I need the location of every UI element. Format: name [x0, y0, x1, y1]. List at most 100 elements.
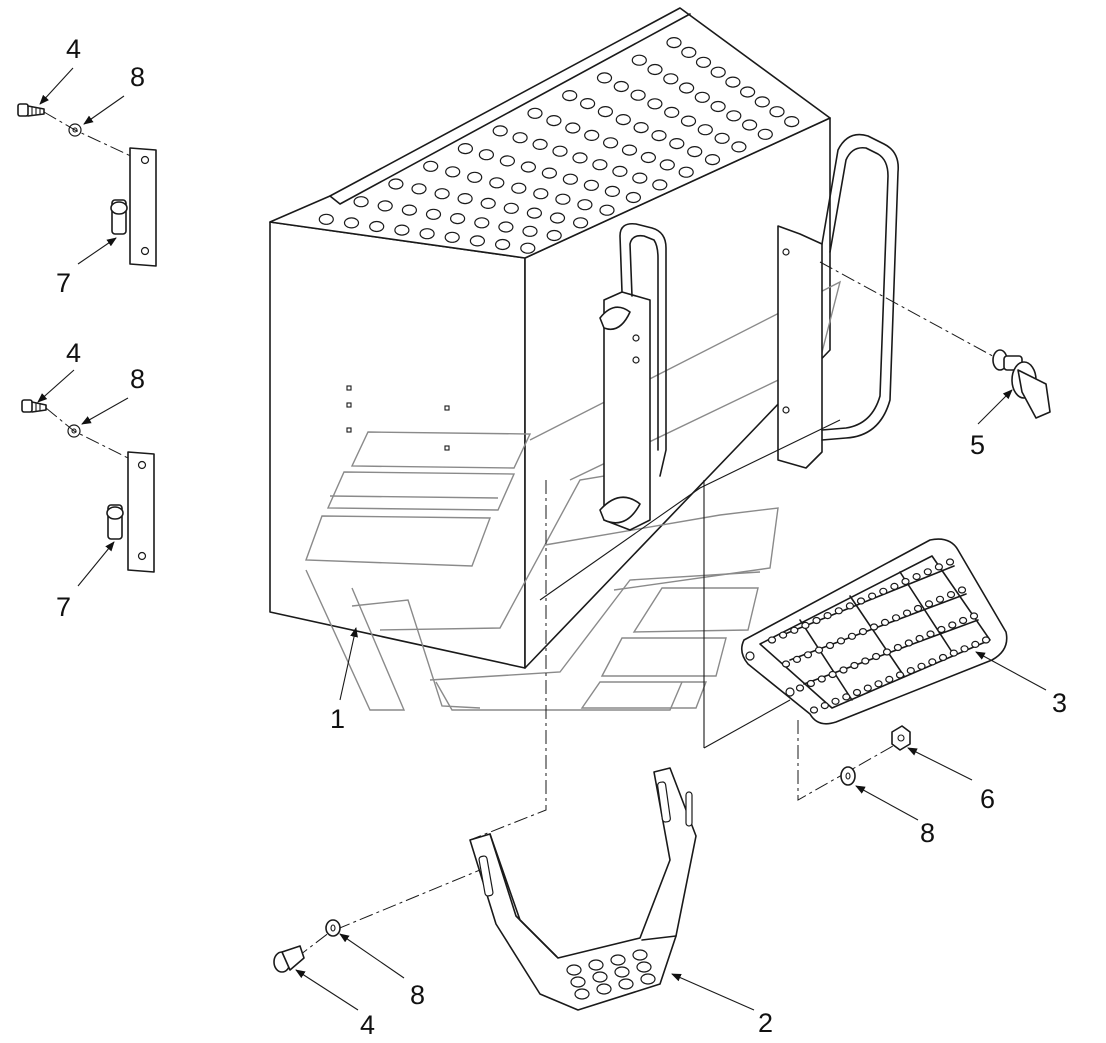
bracket-leader-dash: [469, 480, 547, 841]
callout-8-middle: 8: [130, 364, 145, 394]
lid-hole: [659, 159, 675, 171]
lid-hole: [754, 96, 770, 108]
bracket-perforation: [566, 949, 656, 1000]
lid-hole: [632, 172, 648, 184]
tread-tooth: [917, 662, 926, 670]
tread-tooth: [895, 671, 905, 679]
tread-tooth: [949, 649, 958, 657]
box-lid: [269, 7, 831, 259]
bracket-hole: [570, 976, 586, 988]
tread-tooth: [945, 558, 955, 566]
lid-hole: [687, 146, 703, 158]
tread-tooth: [960, 645, 969, 653]
tread-tooth: [971, 640, 980, 649]
tread-tooth: [831, 697, 840, 705]
lid-hole: [681, 46, 697, 59]
lid-hole: [710, 66, 726, 78]
tread-tooth: [850, 661, 859, 670]
lid-hole: [377, 200, 393, 212]
box-mount-marks: [346, 385, 450, 451]
bolt-bottom-dash: [295, 869, 481, 959]
lid-hole: [457, 193, 473, 205]
lid-hole: [526, 207, 543, 219]
lid-hole: [467, 171, 483, 183]
tread-tooth: [856, 597, 866, 605]
lid-hole: [495, 238, 511, 251]
lid-hole: [599, 204, 615, 216]
tread-tooth: [912, 572, 921, 581]
lid-hole: [757, 128, 773, 140]
callout-4-top: 4: [66, 34, 81, 64]
tread-tooth: [792, 655, 802, 664]
lid-hole: [562, 89, 578, 102]
lid-hole: [520, 242, 536, 254]
lid-hole: [411, 183, 427, 195]
lid-hole: [583, 179, 600, 191]
tread-tooth: [891, 614, 901, 622]
lid-hole: [739, 86, 756, 98]
tread-tooth: [803, 651, 813, 659]
tread-tooth: [852, 688, 862, 697]
lid-hole: [651, 130, 667, 142]
tread-tooth: [915, 634, 924, 643]
tread-tooth: [790, 626, 799, 634]
lid-hole: [640, 151, 657, 164]
bracket-hole: [640, 973, 656, 985]
lid-hole: [511, 182, 527, 194]
lid-hole: [499, 155, 515, 167]
tread-tooth: [814, 646, 824, 654]
lid-hole: [318, 213, 334, 225]
hinge-lower: [106, 451, 155, 573]
bracket-hole: [632, 949, 648, 961]
tread-tooth: [858, 627, 868, 636]
lid-hole: [604, 185, 621, 197]
lid-hole: [533, 188, 549, 200]
callout-7-top: 7: [56, 268, 71, 298]
tread-tooth: [885, 675, 894, 684]
lid-hole: [769, 106, 785, 118]
tread-tooth: [801, 621, 810, 630]
tread-tooth: [839, 666, 848, 674]
washer-right: [840, 766, 856, 786]
callout-labels: 4 8 7 4 8 7 1 5 3 6 8 8 2 4: [56, 34, 1067, 1040]
lid-hole: [474, 217, 490, 229]
tread-tooth: [823, 611, 832, 620]
callout-leaders: [37, 67, 1047, 1011]
tread-tooth: [882, 648, 892, 656]
callout-4-bottom: 4: [360, 1010, 375, 1040]
handle-right: [777, 133, 900, 469]
lid-hole: [625, 191, 642, 204]
lid-hole: [725, 76, 741, 88]
bracket-hole: [618, 978, 634, 990]
tread-tooth: [825, 641, 835, 650]
lid-hole: [612, 165, 628, 177]
bolt-upper: [17, 103, 45, 117]
lower-step-bracket: [469, 767, 697, 1011]
hinge-assembly-upper: [17, 103, 157, 267]
tread-tooth: [879, 587, 888, 595]
lid-hole: [592, 159, 608, 171]
tread-tooth: [957, 586, 967, 594]
lid-hole: [520, 161, 537, 173]
tread-tooth: [836, 637, 846, 645]
lid-hole: [704, 154, 721, 166]
bracket-hole: [588, 959, 604, 971]
bracket-hole: [566, 964, 582, 976]
lid-hole: [664, 106, 680, 119]
tread-tooth: [828, 670, 837, 679]
lid-hole: [678, 82, 695, 94]
callout-6: 6: [980, 784, 995, 814]
tread-tooth: [871, 652, 881, 661]
tread-tooth: [861, 657, 870, 665]
lid-hole: [512, 132, 528, 144]
tread-tooth: [834, 607, 843, 615]
tread-tooth: [817, 675, 826, 683]
tread-tooth: [935, 595, 945, 603]
lid-hole: [602, 137, 619, 149]
bolt-bottom: [273, 945, 305, 973]
lid-hole: [726, 110, 742, 122]
tread-tooth: [913, 604, 923, 613]
lid-hole: [503, 202, 519, 214]
callout-1: 1: [330, 704, 345, 734]
tread-tooth: [901, 577, 910, 586]
